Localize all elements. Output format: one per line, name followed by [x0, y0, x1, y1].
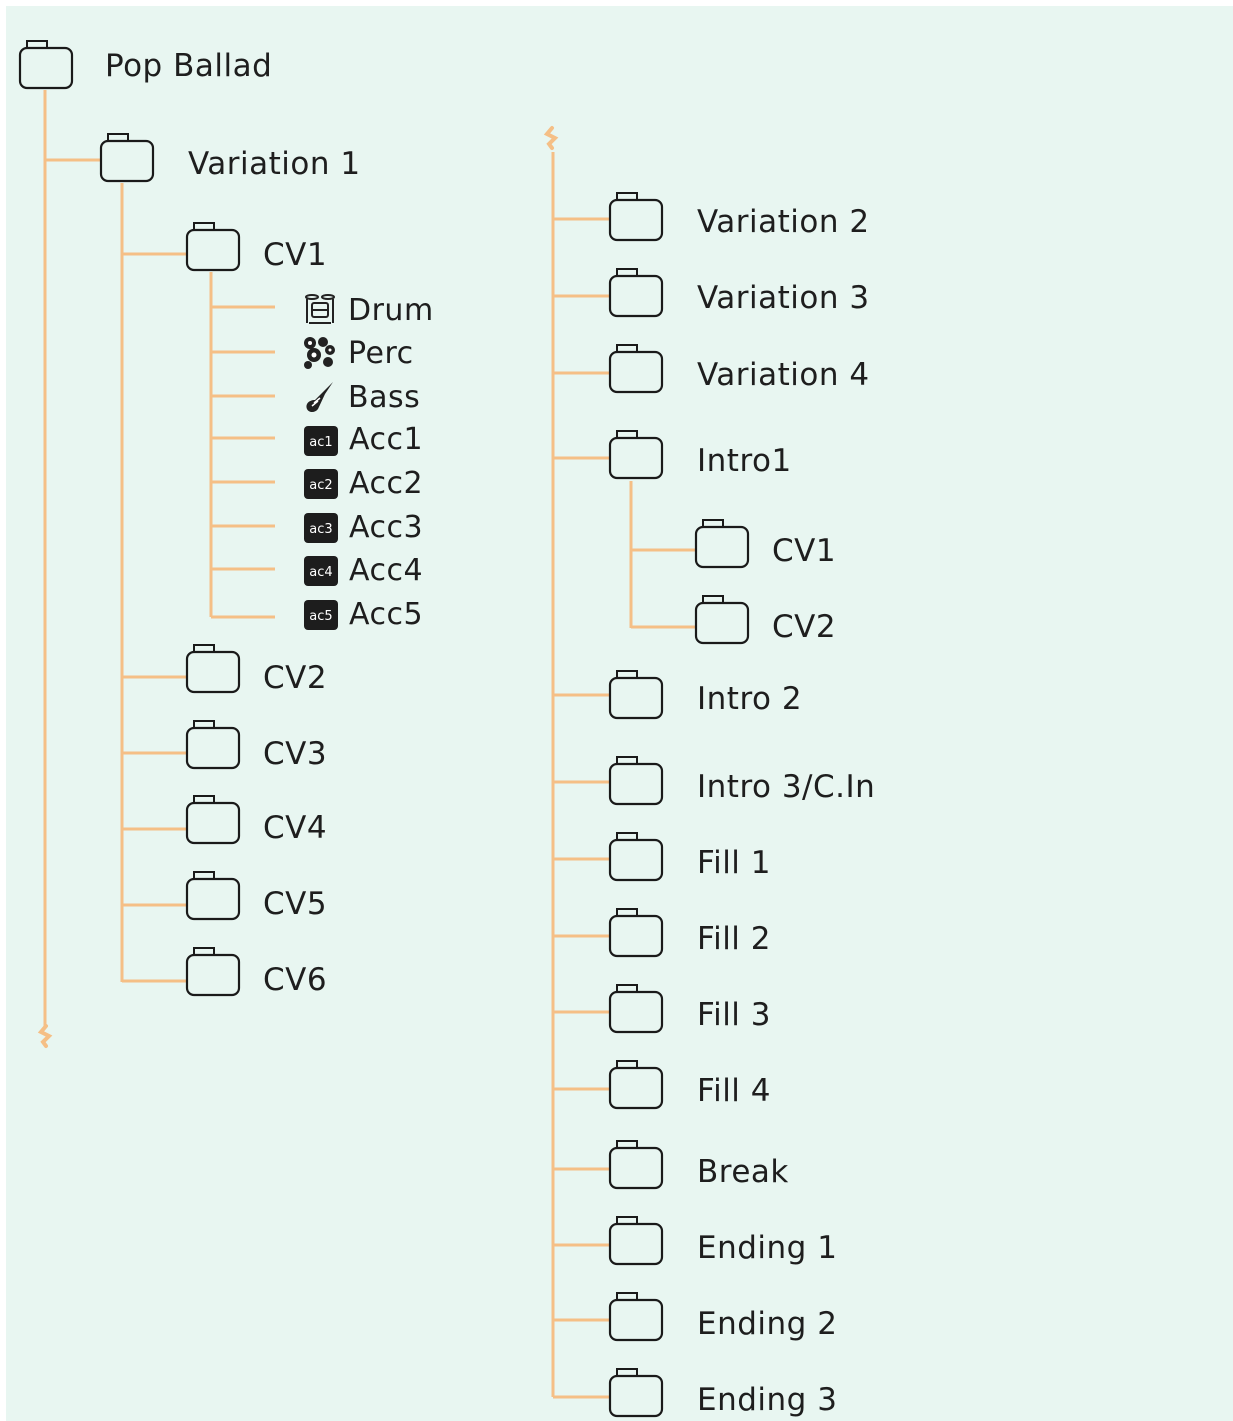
folder-icon-intro-3	[608, 754, 664, 806]
folder-icon-intro-1	[608, 428, 664, 480]
svg-text:ac5: ac5	[309, 609, 332, 624]
folder-icon-cv4	[185, 793, 241, 845]
continuation-break-mark	[543, 126, 559, 150]
cv1-label: CV1	[263, 237, 328, 273]
folder-icon-fill-4	[608, 1058, 664, 1110]
track-label-acc4: Acc4	[349, 553, 424, 588]
track-label-acc2: Acc2	[349, 466, 424, 501]
right-item-label: Fill 1	[697, 845, 771, 881]
root-label: Pop Ballad	[105, 48, 273, 84]
drum-kit-icon	[303, 291, 337, 325]
folder-icon-fill-3	[608, 982, 664, 1034]
acc1-icon: ac1	[304, 424, 338, 458]
acc2-icon: ac2	[304, 467, 338, 501]
folder-icon-variation-1	[99, 131, 155, 183]
folder-icon-cv3	[185, 718, 241, 770]
right-item-label: Ending 2	[697, 1306, 838, 1342]
track-label-perc: Perc	[348, 336, 414, 371]
folder-icon-variation-3	[608, 266, 664, 318]
track-label-acc3: Acc3	[349, 510, 424, 545]
acc5-icon: ac5	[304, 598, 338, 632]
intro1-child-label: CV2	[772, 609, 837, 645]
right-item-label: Fill 2	[697, 921, 771, 957]
folder-icon-variation-4	[608, 342, 664, 394]
right-item-label: Fill 4	[697, 1073, 771, 1109]
bass-guitar-icon	[303, 380, 337, 414]
cv-label: CV3	[263, 736, 328, 772]
svg-text:ac2: ac2	[309, 478, 332, 493]
percussion-icon	[302, 335, 336, 369]
track-label-drum: Drum	[348, 293, 434, 328]
svg-text:ac1: ac1	[309, 435, 332, 450]
right-item-label: Ending 3	[697, 1382, 838, 1418]
folder-icon-cv5	[185, 869, 241, 921]
right-item-label: Variation 4	[697, 357, 870, 393]
folder-icon-cv6	[185, 945, 241, 997]
cv-label: CV5	[263, 886, 328, 922]
track-label-bass: Bass	[348, 380, 421, 415]
variation1-label: Variation 1	[188, 146, 361, 182]
right-item-label: Variation 2	[697, 204, 870, 240]
right-item-label: Fill 3	[697, 997, 771, 1033]
intro1-child-label: CV1	[772, 533, 837, 569]
folder-icon-cv1	[185, 220, 241, 272]
svg-text:ac4: ac4	[309, 565, 332, 580]
right-item-label: Ending 1	[697, 1230, 838, 1266]
folder-icon-ending-2	[608, 1290, 664, 1342]
folder-icon-ending-1	[608, 1214, 664, 1266]
folder-icon-intro1-cv1	[694, 517, 750, 569]
folder-icon-intro-2	[608, 668, 664, 720]
folder-icon-fill-2	[608, 906, 664, 958]
svg-text:ac3: ac3	[309, 522, 332, 537]
track-label-acc1: Acc1	[349, 422, 424, 457]
acc3-icon: ac3	[304, 511, 338, 545]
cv-label: CV6	[263, 962, 328, 998]
folder-icon-break	[608, 1138, 664, 1190]
cv-label: CV2	[263, 660, 328, 696]
acc4-icon: ac4	[304, 554, 338, 588]
folder-icon-intro1-cv2	[694, 593, 750, 645]
folder-icon-ending-3	[608, 1366, 664, 1418]
right-item-label: Variation 3	[697, 280, 870, 316]
right-item-label: Break	[697, 1154, 789, 1190]
track-label-acc5: Acc5	[349, 597, 424, 632]
right-item-label: Intro1	[697, 443, 792, 479]
folder-icon-pop-ballad	[18, 38, 74, 90]
right-item-label: Intro 3/C.In	[697, 769, 876, 805]
folder-icon-cv2	[185, 642, 241, 694]
continuation-break-mark	[37, 1024, 53, 1048]
right-item-label: Intro 2	[697, 681, 803, 717]
cv-label: CV4	[263, 810, 328, 846]
folder-icon-fill-1	[608, 830, 664, 882]
folder-icon-variation-2	[608, 190, 664, 242]
